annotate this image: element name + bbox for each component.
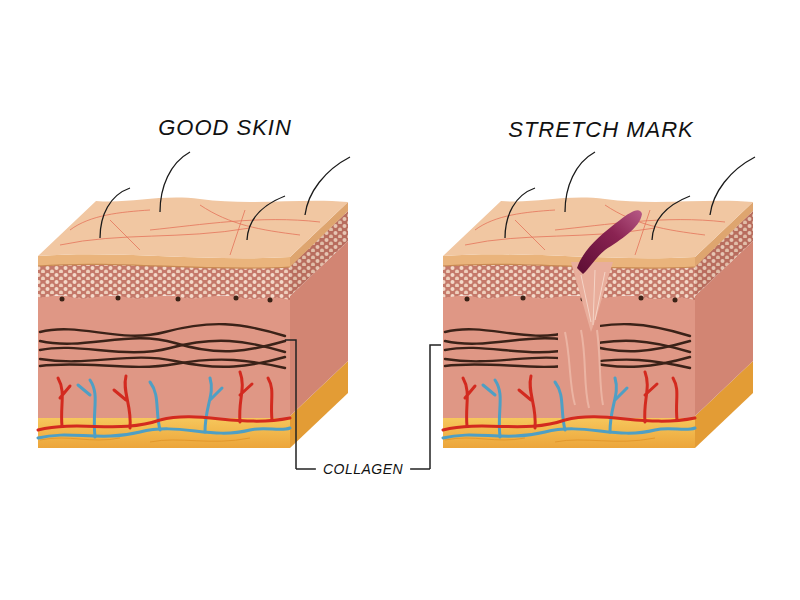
stretch-mark-block — [443, 152, 755, 448]
part-label: COLLAGEN — [321, 461, 405, 477]
bracket-left-tail — [296, 468, 316, 470]
bracket-right-tail — [410, 468, 430, 470]
label-slot: GOOD SKIN — [158, 115, 292, 140]
tear-streaks — [581, 270, 605, 325]
good-skin-block — [38, 152, 350, 448]
label-slot: STRETCH MARK — [508, 117, 694, 142]
skin-tear — [571, 262, 613, 332]
stretch-mark-scar — [577, 210, 642, 274]
bracket-left — [285, 340, 296, 469]
section-heading: STRETCH MARK — [508, 117, 694, 142]
bracket-right — [430, 345, 441, 469]
collagen-fibers — [40, 324, 285, 368]
section-heading: GOOD SKIN — [158, 115, 292, 140]
scar-tissue — [565, 330, 603, 408]
label-slot: COLLAGEN — [321, 460, 405, 478]
collagen-bracket — [285, 340, 441, 469]
stretch-mark — [565, 210, 642, 408]
